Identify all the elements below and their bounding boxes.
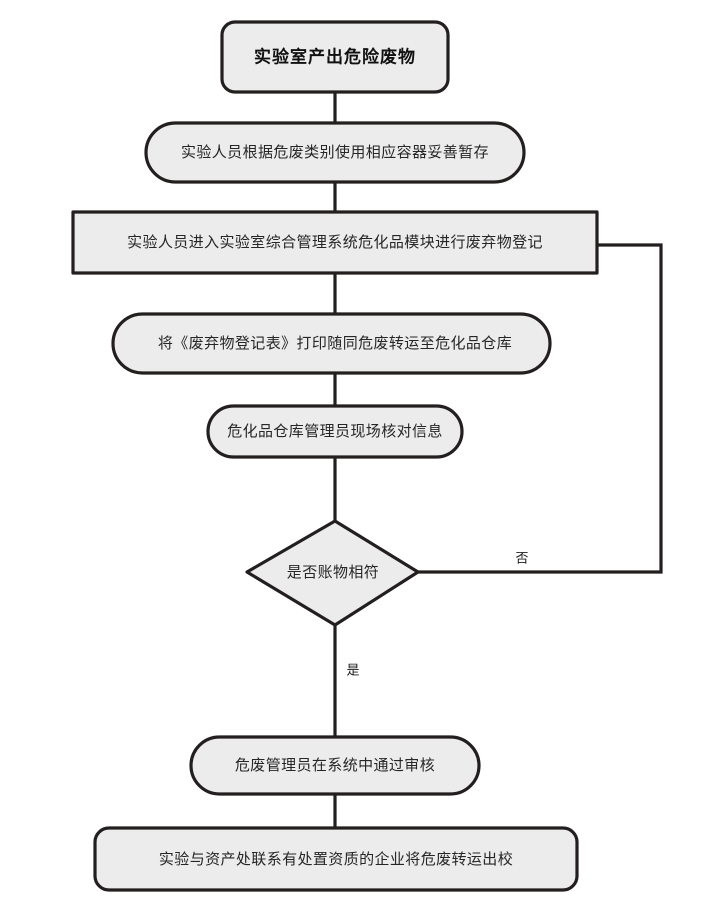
node-register-label: 实验人员进入实验室综合管理系统危化品模块进行废弃物登记 [127,234,543,251]
node-approve-label: 危废管理员在系统中通过审核 [235,757,435,774]
node-verify-shape [206,404,464,459]
node-decision[interactable]: 是否账物相符 [245,519,420,627]
node-store-shape [144,121,526,184]
node-print-shape [111,312,552,375]
node-transfer-label: 实验与资产处联系有处置资质的企业将危废转运出校 [159,850,513,868]
node-verify-label: 危化品仓库管理员现场核对信息 [227,423,443,440]
node-register-shape [71,210,599,275]
node-decision-shape [245,519,420,627]
edge-label-yes: 是 [346,662,359,677]
node-start-shape [220,20,450,94]
node-start[interactable]: 实验室产出危险废物 [220,20,450,94]
node-store-label: 实验人员根据危废类别使用相应容器妥善暂存 [181,143,489,161]
node-transfer-shape [93,826,579,892]
edge-label-no: 否 [515,550,528,565]
edge-decision-no-to-register [418,243,663,574]
node-print-label: 将《废弃物登记表》打印随同危废转运至危化品仓库 [158,335,512,352]
edge-group: 是 否 [333,92,663,828]
node-approve-shape [189,735,481,796]
node-decision-label: 是否账物相符 [287,564,379,581]
node-transfer[interactable]: 实验与资产处联系有处置资质的企业将危废转运出校 [93,826,579,892]
node-store[interactable]: 实验人员根据危废类别使用相应容器妥善暂存 [144,121,526,184]
node-print[interactable]: 将《废弃物登记表》打印随同危废转运至危化品仓库 [111,312,552,375]
node-start-label: 实验室产出危险废物 [254,46,416,66]
node-verify[interactable]: 危化品仓库管理员现场核对信息 [206,404,464,459]
node-register[interactable]: 实验人员进入实验室综合管理系统危化品模块进行废弃物登记 [71,210,599,275]
node-approve[interactable]: 危废管理员在系统中通过审核 [189,735,481,796]
